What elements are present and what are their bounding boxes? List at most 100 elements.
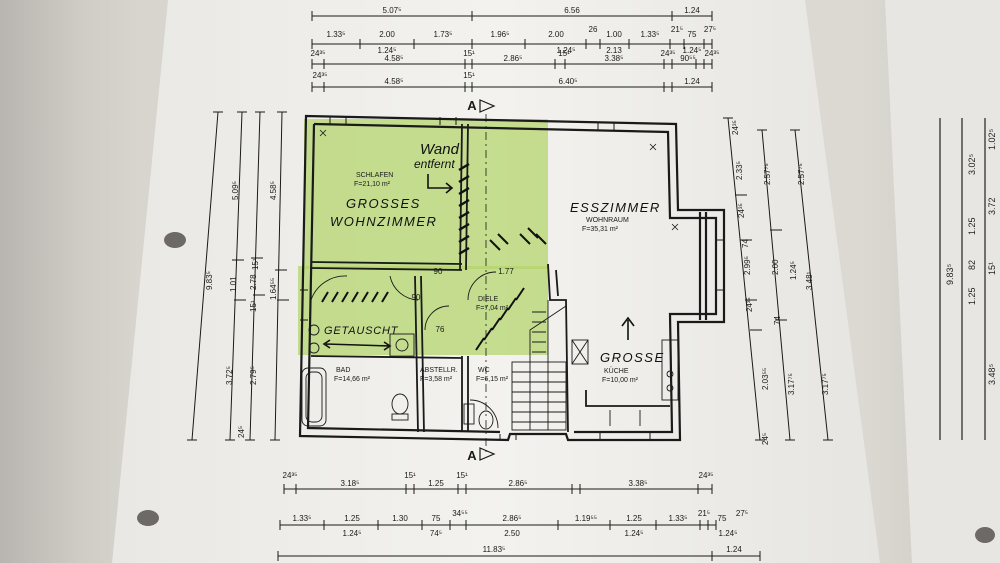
next-dim-3: 1.25 — [967, 217, 977, 235]
bottom-dim-2k: 75 — [718, 514, 727, 523]
kitchen-fixtures — [571, 339, 679, 426]
room-wohnraum-name: WOHNRAUM — [586, 217, 629, 224]
right-dim-5: 74 — [741, 239, 750, 248]
bottom-dim-2m: 1.24⁵ — [343, 529, 362, 538]
handwriting-entfernt: entfernt — [414, 157, 455, 171]
top-dim-1b: 6.56 — [564, 6, 580, 15]
bottom-dimension-lines — [277, 484, 761, 561]
top-dim-1c: 1.24 — [684, 6, 700, 15]
room-bad-area: F=14,66 m² — [334, 376, 371, 383]
top-dim-2i: 21⁵ — [671, 25, 683, 34]
top-dim-2c: 1.73⁵ — [434, 30, 453, 39]
top-dim-2b: 2.00 — [379, 30, 395, 39]
next-dim-5: 1.25 — [967, 287, 977, 305]
right-dim-0: 24³⁵ — [731, 120, 740, 135]
top-dim-3f: 3.38⁵ — [605, 54, 624, 63]
bottom-dim-2d: 75 — [432, 514, 441, 523]
bottom-dim-1e: 15¹ — [456, 471, 468, 480]
bottom-dim-2q: 1.24⁵ — [719, 529, 738, 538]
top-dim-2k: 27⁵ — [704, 25, 716, 34]
handwriting-esszimmer: ESSZIMMER — [570, 200, 661, 215]
top-dimension-lines — [311, 11, 713, 92]
punch-hole-bottom — [137, 510, 159, 526]
punch-hole-top — [164, 232, 186, 248]
right-dim-11: 74 — [773, 316, 782, 325]
top-dim-1a: 5.07⁵ — [383, 6, 402, 15]
bottom-dim-1h: 24³⁵ — [699, 471, 714, 480]
bottom-dim-2l: 27⁵ — [736, 509, 748, 518]
windows — [300, 116, 724, 440]
section-marker-top: A — [467, 98, 496, 455]
room-bad-name: BAD — [336, 367, 350, 374]
handwriting-grosse: GROSSE — [600, 350, 665, 365]
room-schlafen-name: SCHLAFEN — [356, 172, 393, 179]
bottom-dim-2o: 2.50 — [504, 529, 520, 538]
top-dim-2f: 26 — [589, 25, 598, 34]
left-dim-7: 15¹ — [249, 300, 258, 312]
section-label-top: A — [467, 98, 477, 113]
bottom-dim-1a: 24³⁵ — [283, 471, 298, 480]
interior-walls — [310, 123, 670, 433]
room-abstellr-area: F=3,58 m² — [420, 376, 453, 383]
bathroom-fixtures — [301, 324, 494, 430]
top-dim-4b: 4.58⁵ — [385, 77, 404, 86]
top-dim-3e: 15¹ — [558, 49, 570, 58]
corner-marks — [319, 129, 679, 231]
left-dim-1: 1.01 — [229, 276, 238, 292]
next-dim-8: 3.48⁵ — [987, 363, 997, 385]
top-dim-3d: 2.86⁵ — [504, 54, 523, 63]
right-dim-1: 2.33⁵ — [735, 161, 744, 180]
top-dim-4a: 24³⁵ — [313, 71, 328, 80]
right-dim-4: 24³⁵ — [737, 203, 746, 218]
left-dim-8: 3.72⁵ — [225, 366, 234, 385]
bottom-dim-2f: 2.86⁵ — [503, 514, 522, 523]
bottom-dim-2j: 21⁵ — [698, 509, 710, 518]
bottom-dim-2i: 1.33⁵ — [669, 514, 688, 523]
left-dim-6: 1.64⁵⁵ — [269, 278, 278, 300]
next-dim-4: 82 — [967, 260, 977, 270]
top-dim-4e: 1.24 — [684, 77, 700, 86]
right-dim-10: 24³⁵ — [745, 297, 754, 312]
room-schlafen-area: F=21,10 m² — [354, 181, 391, 188]
top-dim-2a: 1.33⁵ — [327, 30, 346, 39]
right-dim-2: 2.57⁷⁵ — [763, 163, 772, 185]
new-wall-hatching — [321, 227, 547, 351]
top-dim-3h: 90⁵⁵ — [680, 54, 696, 63]
left-dimension-lines — [187, 111, 289, 441]
bottom-dim-1c: 15¹ — [404, 471, 416, 480]
section-label-bottom: A — [467, 448, 477, 463]
bottom-dim-2n: 74⁵ — [430, 529, 442, 538]
top-dim-3c: 15¹ — [463, 49, 475, 58]
right-dim-9: 2.99⁵ — [743, 256, 752, 275]
bottom-dim-1b: 3.18⁵ — [341, 479, 360, 488]
room-diele-area: F=7,04 m² — [476, 305, 509, 312]
top-dim-2j: 75 — [688, 30, 697, 39]
next-dim-7: 3.72 — [987, 197, 997, 215]
handwritten-arrows — [322, 174, 635, 351]
inner-dim-177: 1.77 — [498, 267, 514, 276]
left-dim-10: 24⁵ — [237, 426, 246, 438]
next-sheet-dims — [939, 118, 986, 440]
left-dim-0: 9.83⁵ — [205, 271, 214, 290]
top-dim-2o: 1.24⁵ — [683, 46, 702, 55]
next-dim-1: 3.02⁵ — [967, 153, 977, 175]
top-dim-2m: 1.24⁵ — [557, 46, 576, 55]
top-dim-2d: 1.96⁵ — [491, 30, 510, 39]
top-dim-3g: 24³⁵ — [661, 49, 676, 58]
next-dim-0: 9.83⁵ — [945, 263, 955, 285]
door-swings — [310, 271, 499, 429]
next-dim-2: 1.02⁵ — [987, 128, 997, 150]
top-dim-2h: 1.33⁵ — [641, 30, 660, 39]
left-dim-2: 5.09⁵ — [231, 181, 240, 200]
room-kueche-area: F=10,00 m² — [602, 377, 639, 384]
right-dim-15: 24⁵ — [761, 433, 770, 445]
top-dim-2n: 2.13 — [606, 46, 622, 55]
inner-dim-76: 76 — [436, 325, 445, 334]
left-dim-5: 15¹ — [251, 258, 260, 270]
bottom-dim-1g: 3.38⁵ — [629, 479, 648, 488]
top-dim-2l: 1.24⁵ — [378, 46, 397, 55]
room-abstellr-name: ABSTELLR. — [420, 367, 458, 374]
next-sheet — [885, 0, 1000, 563]
bottom-dim-1d: 1.25 — [428, 479, 444, 488]
left-dim-9: 2.79⁵ — [249, 366, 258, 385]
